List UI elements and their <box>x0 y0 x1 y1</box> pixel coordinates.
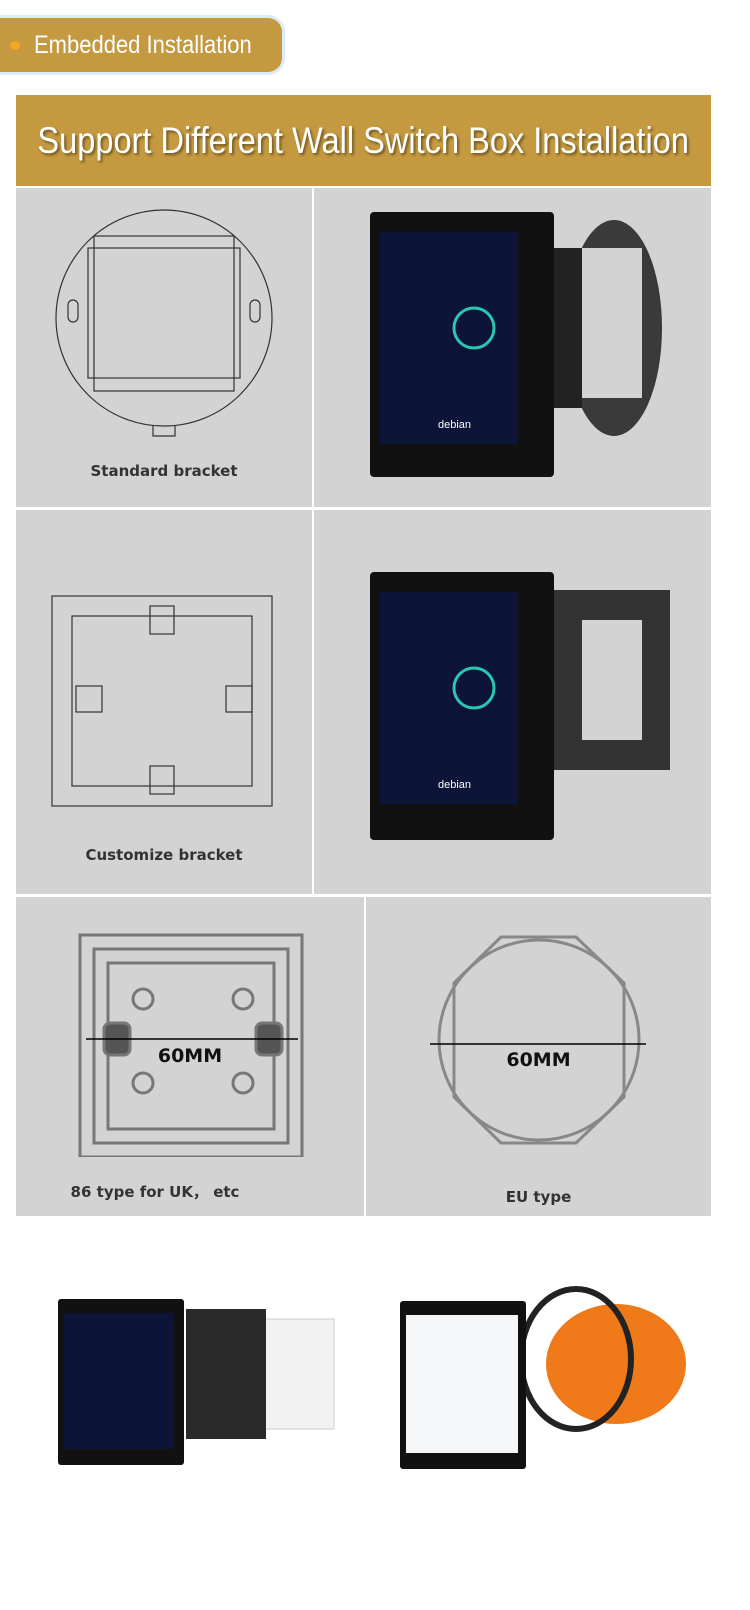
uk-box-drawing <box>78 933 304 1157</box>
bullet-icon <box>10 40 20 50</box>
svg-text:debian: debian <box>438 419 471 431</box>
uk-box-cell: 60MM 86 type for UK， etc <box>16 897 364 1216</box>
device-with-round-bracket: debian <box>370 212 662 477</box>
devices-in-boxes <box>58 1286 686 1469</box>
standard-bracket-drawing-cell: Standard bracket <box>16 188 312 507</box>
standard-bracket-drawing <box>55 209 273 437</box>
customize-bracket-drawing-cell: Customize bracket <box>16 510 312 894</box>
eu-box-caption: EU type <box>505 1188 572 1206</box>
banner: Support Different Wall Switch Box Instal… <box>16 95 711 186</box>
eu-box-cell: 60MM EU type <box>366 897 711 1216</box>
standard-bracket-photo: debian <box>314 188 711 507</box>
customize-bracket-caption: Customize bracket <box>85 846 243 864</box>
uk-box-caption: 86 type for UK， etc <box>70 1183 240 1201</box>
uk-dimension-label: 60MM <box>157 1045 223 1067</box>
eu-dimension-label: 60MM <box>506 1049 571 1071</box>
banner-title: Support Different Wall Switch Box Instal… <box>37 119 690 161</box>
customize-bracket-photo: debian <box>314 510 711 894</box>
section-tag-label: Embedded Installation <box>34 30 252 59</box>
section-tag: Embedded Installation <box>0 18 282 72</box>
installed-photos <box>16 1219 711 1535</box>
device-with-square-bracket: debian <box>370 572 670 840</box>
customize-bracket-drawing <box>51 595 273 807</box>
standard-bracket-caption: Standard bracket <box>90 462 238 480</box>
eu-box-drawing <box>430 935 646 1145</box>
svg-text:debian: debian <box>438 779 471 791</box>
